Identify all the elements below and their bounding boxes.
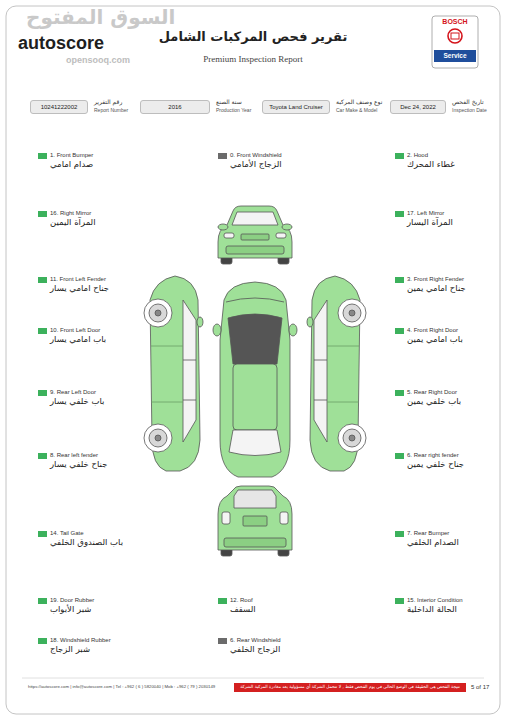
status-swatch	[38, 390, 47, 396]
field-value: Dec 24, 2022	[400, 104, 436, 110]
part-label: 2. Hood	[407, 152, 428, 159]
part-label: 0. Front Windshield	[230, 152, 282, 159]
part-name: باب امامي يمين	[407, 335, 463, 345]
brand-logo: autoscore	[18, 33, 104, 54]
part-name: الحالة الداخلية	[407, 605, 457, 615]
watermark: opensooq.com	[66, 55, 130, 65]
part-label: 7. Rear Bumper	[407, 530, 449, 537]
field-label: سنة الصنع	[216, 99, 242, 106]
status-swatch	[395, 598, 404, 604]
field-value-box: Toyota Land Cruiser	[262, 100, 330, 114]
part-label: 12. Roof	[230, 597, 253, 604]
part-name: جناح خلفي يمين	[407, 460, 464, 470]
part-name: جناح خلفي يسار	[50, 460, 107, 470]
page-number: 5 of 17	[471, 684, 489, 691]
field-value-box: 2016	[140, 100, 210, 114]
report-title: تقرير فحص المركبات الشامل	[159, 30, 348, 45]
part-name: المرآة اليسار	[407, 218, 453, 228]
status-swatch	[38, 328, 47, 334]
field-label: نوع وصنف المركبة	[336, 99, 382, 106]
part-name: باب خلفي يمين	[407, 397, 461, 407]
part-name: الزجاج الأمامي	[230, 160, 282, 170]
part-name: باب خلفي يسار	[50, 397, 104, 407]
status-swatch	[38, 453, 47, 459]
report-subtitle: Premium Inspection Report	[203, 54, 302, 64]
status-swatch	[38, 598, 47, 604]
part-name: شبر الزجاج	[50, 645, 90, 655]
status-swatch	[395, 531, 404, 537]
brand-logo: BOSCH	[442, 18, 467, 26]
part-name: جناح امامي يسار	[50, 284, 109, 294]
status-swatch	[218, 153, 227, 159]
part-label: 10. Front Left Door	[50, 327, 100, 334]
status-swatch	[38, 211, 47, 217]
part-label: 17. Left Mirror	[407, 210, 444, 217]
footer-contact: https://autoscore.com | info@autoscore.c…	[28, 685, 215, 690]
part-name: شبر الأبواب	[50, 605, 91, 615]
part-label: 18. Windshield Rubber	[50, 637, 111, 644]
part-name: باب امامي يسار	[50, 335, 106, 345]
status-swatch	[38, 531, 47, 537]
field-label: Production Year	[216, 108, 251, 114]
part-name: جناح امامي يمين	[407, 284, 466, 294]
field-value: 10241222002	[41, 104, 78, 110]
field-value: 2016	[168, 104, 181, 110]
status-swatch	[395, 153, 404, 159]
status-swatch	[395, 328, 404, 334]
part-label: 19. Door Rubber	[50, 597, 94, 604]
part-label: 6. Rear Windshield	[230, 637, 281, 644]
status-swatch	[38, 153, 47, 159]
part-label: 1. Front Bumper	[50, 152, 93, 159]
footer-disclaimer: نتيجة الفحص هي الحقيقة في الوضع الحالي ف…	[234, 683, 466, 692]
field-value-box: Dec 24, 2022	[390, 100, 446, 114]
part-label: 15. Interior Condition	[407, 597, 463, 604]
part-name: غطاء المحرك	[407, 160, 455, 170]
part-label: 6. Rear right fender	[407, 452, 459, 459]
part-name: الصدام الخلفي	[407, 538, 459, 548]
status-swatch	[395, 277, 404, 283]
part-name: الزجاج الخلفي	[230, 645, 280, 655]
status-swatch	[395, 390, 404, 396]
part-label: 4. Front Right Door	[407, 327, 458, 334]
status-swatch	[395, 211, 404, 217]
field-label: Report Number	[94, 108, 128, 114]
part-name: صدام امامي	[50, 160, 93, 170]
part-label: 14. Tail Gate	[50, 530, 84, 537]
part-label: 16. Right Mirror	[50, 210, 91, 217]
part-label: 9. Rear Left Door	[50, 389, 96, 396]
part-label: 8. Rear left fender	[50, 452, 98, 459]
field-value: Toyota Land Cruiser	[269, 104, 323, 110]
field-label: Inspection Date	[452, 108, 487, 114]
brand-logo: Service	[443, 52, 466, 59]
field-value-box: 10241222002	[30, 100, 88, 114]
part-name: باب الصندوق الخلفي	[50, 538, 123, 548]
watermark: السوق المفتوح	[26, 6, 175, 29]
field-label: تاريخ الفحص	[452, 99, 484, 106]
field-label: رقم التقرير	[94, 99, 122, 106]
status-swatch	[395, 453, 404, 459]
part-label: 11. Front Left Fender	[50, 276, 106, 283]
part-name: السقف	[230, 605, 256, 615]
status-swatch	[38, 277, 47, 283]
field-label: Car Make & Model	[336, 108, 377, 114]
part-label: 3. Front Right Fender	[407, 276, 464, 283]
part-label: 5. Rear Right Door	[407, 389, 457, 396]
status-swatch	[38, 638, 47, 644]
status-swatch	[218, 598, 227, 604]
status-swatch	[218, 638, 227, 644]
part-name: المرآة اليمين	[50, 218, 96, 228]
